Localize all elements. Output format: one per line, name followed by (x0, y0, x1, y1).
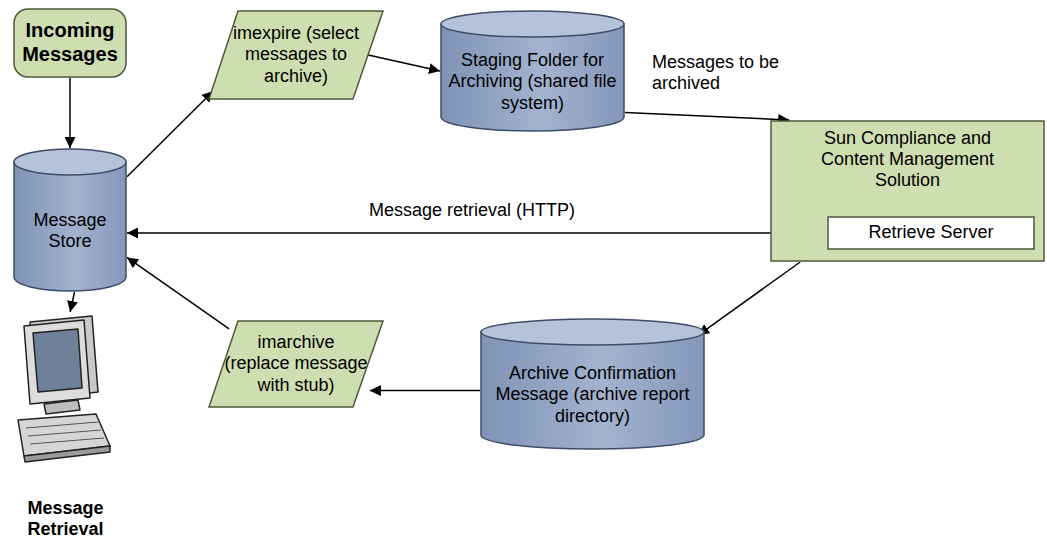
process-parallelogram: imarchive (replace message with stub) (208, 320, 384, 408)
connector-arrow (70, 292, 74, 312)
cylinder-body (481, 332, 704, 449)
connector-arrow (625, 112, 789, 120)
box-outline (828, 217, 1034, 249)
cylinder-body (441, 24, 624, 131)
node-label: imarchive (replace message with stub) (224, 332, 368, 396)
parallelogram-outline (209, 321, 383, 407)
node-outline (480, 318, 705, 450)
node-label: imexpire (select messages to archive) (224, 23, 368, 87)
node-outline (440, 10, 625, 132)
edge-label: Message retrieval (HTTP) (330, 200, 614, 221)
server-box: Retrieve Server (827, 216, 1035, 250)
connector-arrow (127, 257, 229, 328)
node-label: Message Retrieval (10, 498, 121, 540)
system-box: Sun Compliance and Content Management So… (770, 120, 1045, 262)
cylinder-top (14, 149, 126, 175)
connector-arrow (368, 55, 440, 71)
node-label: Sun Compliance and Content Management So… (817, 128, 999, 192)
connector-arrow (698, 262, 800, 335)
cylinder-top (481, 319, 704, 345)
cylinder-body (14, 162, 126, 291)
rounded-box (14, 9, 126, 77)
edge-label: Messages to be archived (650, 52, 804, 94)
connector-arrow (69, 78, 71, 148)
connector-arrow (370, 390, 480, 392)
connector-arrow (127, 91, 213, 177)
node-label: Message Store (19, 210, 121, 252)
client-node: Message Retrieval (8, 312, 123, 542)
node-label: Archive Confirmation Message (archive re… (490, 363, 695, 427)
parallelogram-outline (209, 11, 383, 99)
node-label: Incoming Messages (19, 19, 121, 66)
box-outline (771, 121, 1044, 261)
connector-arrow (127, 232, 827, 234)
store-cylinder: Message Store (13, 148, 127, 292)
node-label: Staging Folder for Archiving (shared fil… (448, 50, 617, 114)
cylinder-top (441, 11, 624, 37)
source-box: Incoming Messages (13, 8, 127, 78)
storage-cylinder: Archive Confirmation Message (archive re… (480, 318, 705, 450)
process-parallelogram: imexpire (select messages to archive) (208, 10, 384, 100)
storage-cylinder: Staging Folder for Archiving (shared fil… (440, 10, 625, 132)
node-label: Retrieve Server (868, 222, 993, 243)
